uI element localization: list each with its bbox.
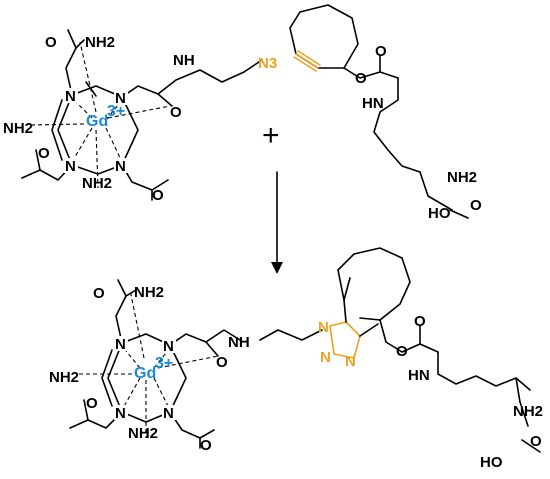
oxygen-label: O bbox=[216, 354, 228, 371]
triazole-n3-label: N bbox=[345, 353, 356, 370]
amide-nh2-label: NH2 bbox=[49, 369, 79, 386]
linker-oxygen-label: O bbox=[170, 104, 182, 121]
ring-n-label: N bbox=[65, 88, 76, 105]
oxygen-label: O bbox=[200, 437, 212, 454]
amide-nh2-label: NH2 bbox=[3, 120, 33, 137]
acid-oxygen-label: O bbox=[470, 197, 482, 214]
product-conjugate: N N N N O NH2 NH2 O NH2 O O NH N N N O O… bbox=[49, 247, 543, 471]
reactant-cyclooctyne: O O HN NH2 HO O bbox=[289, 4, 482, 222]
oxygen-label: O bbox=[530, 433, 542, 450]
linker-nh-label: NH bbox=[228, 334, 250, 351]
carbamate-oxygen-label: O bbox=[375, 43, 387, 60]
oxygen-label: O bbox=[45, 34, 57, 51]
acid-label: HO bbox=[480, 454, 503, 471]
carbamate-oxygen-label: O bbox=[355, 70, 367, 87]
ring-n-label: N bbox=[163, 338, 174, 355]
oxygen-label: O bbox=[86, 395, 98, 412]
oxygen-label: O bbox=[38, 145, 50, 162]
ring-n-label: N bbox=[115, 336, 126, 353]
carbamate-nh-label: HN bbox=[408, 367, 430, 384]
acid-label: HO bbox=[428, 205, 451, 222]
gadolinium-charge: 3+ bbox=[155, 355, 173, 372]
oxygen-label: O bbox=[396, 343, 408, 360]
oxygen-label: O bbox=[414, 313, 426, 330]
oxygen-label: O bbox=[152, 187, 164, 204]
amide-nh2-label: NH2 bbox=[134, 284, 164, 301]
gadolinium-charge: 3+ bbox=[107, 103, 125, 120]
plus-sign: + bbox=[262, 119, 280, 152]
azide-label: N3 bbox=[258, 55, 277, 72]
triazole-n1-label: N bbox=[318, 319, 329, 336]
amine-label: NH2 bbox=[447, 169, 477, 186]
linker-nh-label: NH bbox=[173, 52, 195, 69]
ring-n-label: N bbox=[115, 90, 126, 107]
oxygen-label: O bbox=[93, 285, 105, 302]
ring-n-label: N bbox=[115, 405, 126, 422]
ring-n-label: N bbox=[65, 158, 76, 175]
ring-n-label: N bbox=[115, 158, 126, 175]
amide-nh2-label: NH2 bbox=[82, 175, 112, 192]
triazole-n2-label: N bbox=[320, 349, 331, 366]
reaction-arrow-icon bbox=[271, 171, 283, 274]
gadolinium-label: Gd bbox=[86, 113, 108, 130]
ring-n-label: N bbox=[163, 405, 174, 422]
gadolinium-label: Gd bbox=[134, 365, 156, 382]
amine-label: NH2 bbox=[513, 403, 543, 420]
amide-nh2-label: NH2 bbox=[128, 425, 158, 442]
carbamate-nh-label: HN bbox=[362, 95, 384, 112]
amide-nh2-label: NH2 bbox=[85, 34, 115, 51]
reactant-gd-complex: N N N N O NH2 NH2 O NH2 O O NH N3 Gd 3+ bbox=[3, 29, 277, 204]
